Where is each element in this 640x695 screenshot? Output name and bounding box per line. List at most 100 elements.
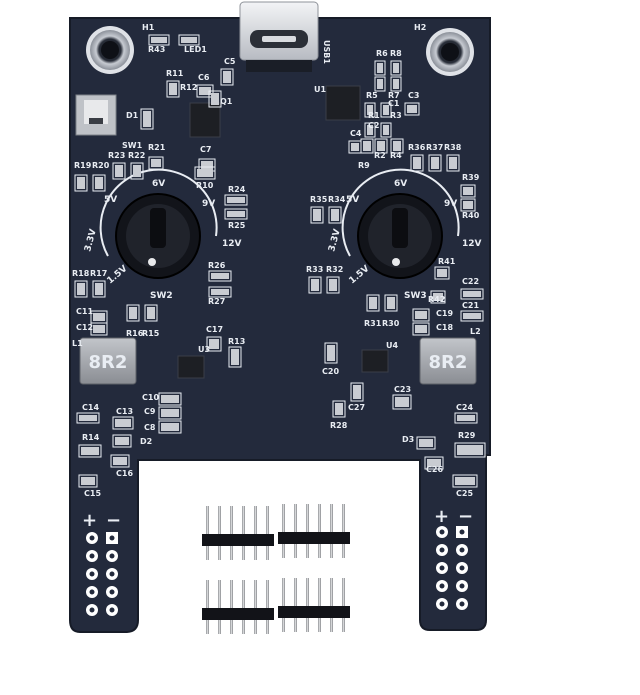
label-r26: R26 (208, 261, 226, 270)
label-c14: C14 (82, 403, 99, 412)
label-r32: R32 (326, 265, 343, 274)
header-pin (330, 504, 333, 558)
label-q1: Q1 (220, 97, 233, 106)
label-c9: C9 (144, 407, 156, 416)
label-sw3: SW3 (404, 291, 427, 301)
smd-part (181, 37, 197, 43)
label-u4: U4 (386, 341, 398, 350)
smd-outline (148, 34, 170, 46)
smd-outline (158, 406, 182, 420)
smd-outline (374, 60, 386, 76)
label-r8: R8 (390, 49, 402, 58)
label-d3: D3 (402, 435, 414, 444)
label-r10: R10 (196, 181, 214, 190)
smd-part (151, 159, 161, 167)
label-r23: R23 (108, 151, 125, 160)
smd-outline (390, 76, 402, 92)
smd-outline (158, 420, 182, 434)
inductor-l1: 8R2 (79, 337, 137, 385)
smd-part (383, 105, 389, 115)
smd-outline (76, 412, 100, 424)
smd-part (77, 177, 85, 189)
smd-outline (460, 184, 476, 198)
header-pin (254, 506, 257, 560)
label-d2: D2 (140, 437, 152, 446)
label-h2: H2 (414, 23, 426, 32)
chip-u1 (325, 85, 361, 121)
label-c20: C20 (322, 367, 339, 376)
smd-outline (166, 80, 180, 98)
pad-hole (89, 553, 95, 559)
smd-part (223, 71, 231, 83)
label-c6: C6 (198, 73, 210, 82)
label-c13: C13 (116, 407, 133, 416)
smd-part (433, 293, 443, 301)
label-r20: R20 (92, 161, 110, 170)
smd-outline (208, 90, 222, 108)
header-pin (242, 580, 245, 634)
pad-hole (459, 529, 465, 535)
smd-part (393, 63, 399, 73)
smd-part (211, 289, 229, 295)
output-leg-right: + − (434, 506, 473, 610)
header-pin (218, 580, 221, 634)
smd-outline (446, 154, 460, 172)
smd-part (415, 311, 427, 319)
smd-components (74, 34, 486, 488)
smd-outline (92, 174, 106, 192)
smd-outline (452, 474, 478, 488)
label-u1: U1 (314, 85, 326, 94)
smd-outline (326, 276, 340, 294)
smd-outline (424, 456, 444, 470)
smd-part (199, 87, 211, 95)
label-r41: R41 (438, 257, 456, 266)
header-pin (266, 506, 269, 560)
output-leg-left: + − (82, 510, 121, 616)
usb-c-connector (239, 1, 319, 72)
header-pin (230, 580, 233, 634)
label-r7: R7 (388, 91, 400, 100)
smd-part (367, 105, 373, 115)
pad-hole (459, 583, 465, 589)
smd-outline (178, 34, 200, 46)
header-plastic (278, 606, 350, 618)
smd-part (169, 83, 177, 95)
inductor-l1-marking: 8R2 (89, 352, 128, 373)
minus-label-left: − (106, 510, 121, 531)
header-pin (306, 504, 309, 558)
label-r35: R35 (310, 195, 328, 204)
smd-outline (140, 108, 154, 130)
label-r39: R39 (462, 173, 480, 182)
smd-outline (112, 434, 132, 448)
label-r14: R14 (82, 433, 100, 442)
smd-part (115, 419, 131, 427)
label-r17: R17 (90, 269, 107, 278)
smd-outline (74, 174, 88, 192)
smd-part (113, 457, 127, 465)
smd-outline (332, 400, 346, 418)
mount-hole-h1 (86, 26, 134, 74)
label-c16: C16 (116, 469, 133, 478)
pad-hole (109, 589, 115, 595)
label-r3: R3 (390, 111, 402, 120)
smd-part (129, 307, 137, 319)
smd-part (151, 37, 167, 43)
label-c24: C24 (456, 403, 473, 412)
label-h1: H1 (142, 23, 155, 32)
pad-hole (439, 583, 445, 589)
header-pin (242, 506, 245, 560)
label-r38: R38 (444, 143, 462, 152)
pad-hole (109, 535, 115, 541)
smd-outline (380, 102, 392, 118)
smd-outline (364, 122, 376, 138)
smd-outline (374, 76, 386, 92)
smd-outline (412, 308, 430, 322)
label-sw2: SW2 (150, 291, 173, 301)
smd-part (363, 141, 371, 151)
chip-q1 (189, 102, 221, 138)
tactile-switch-sw1 (75, 94, 117, 136)
pad-hole (459, 601, 465, 607)
header-plastic (278, 532, 350, 544)
smd-outline (454, 412, 478, 424)
smd-part (463, 201, 473, 209)
